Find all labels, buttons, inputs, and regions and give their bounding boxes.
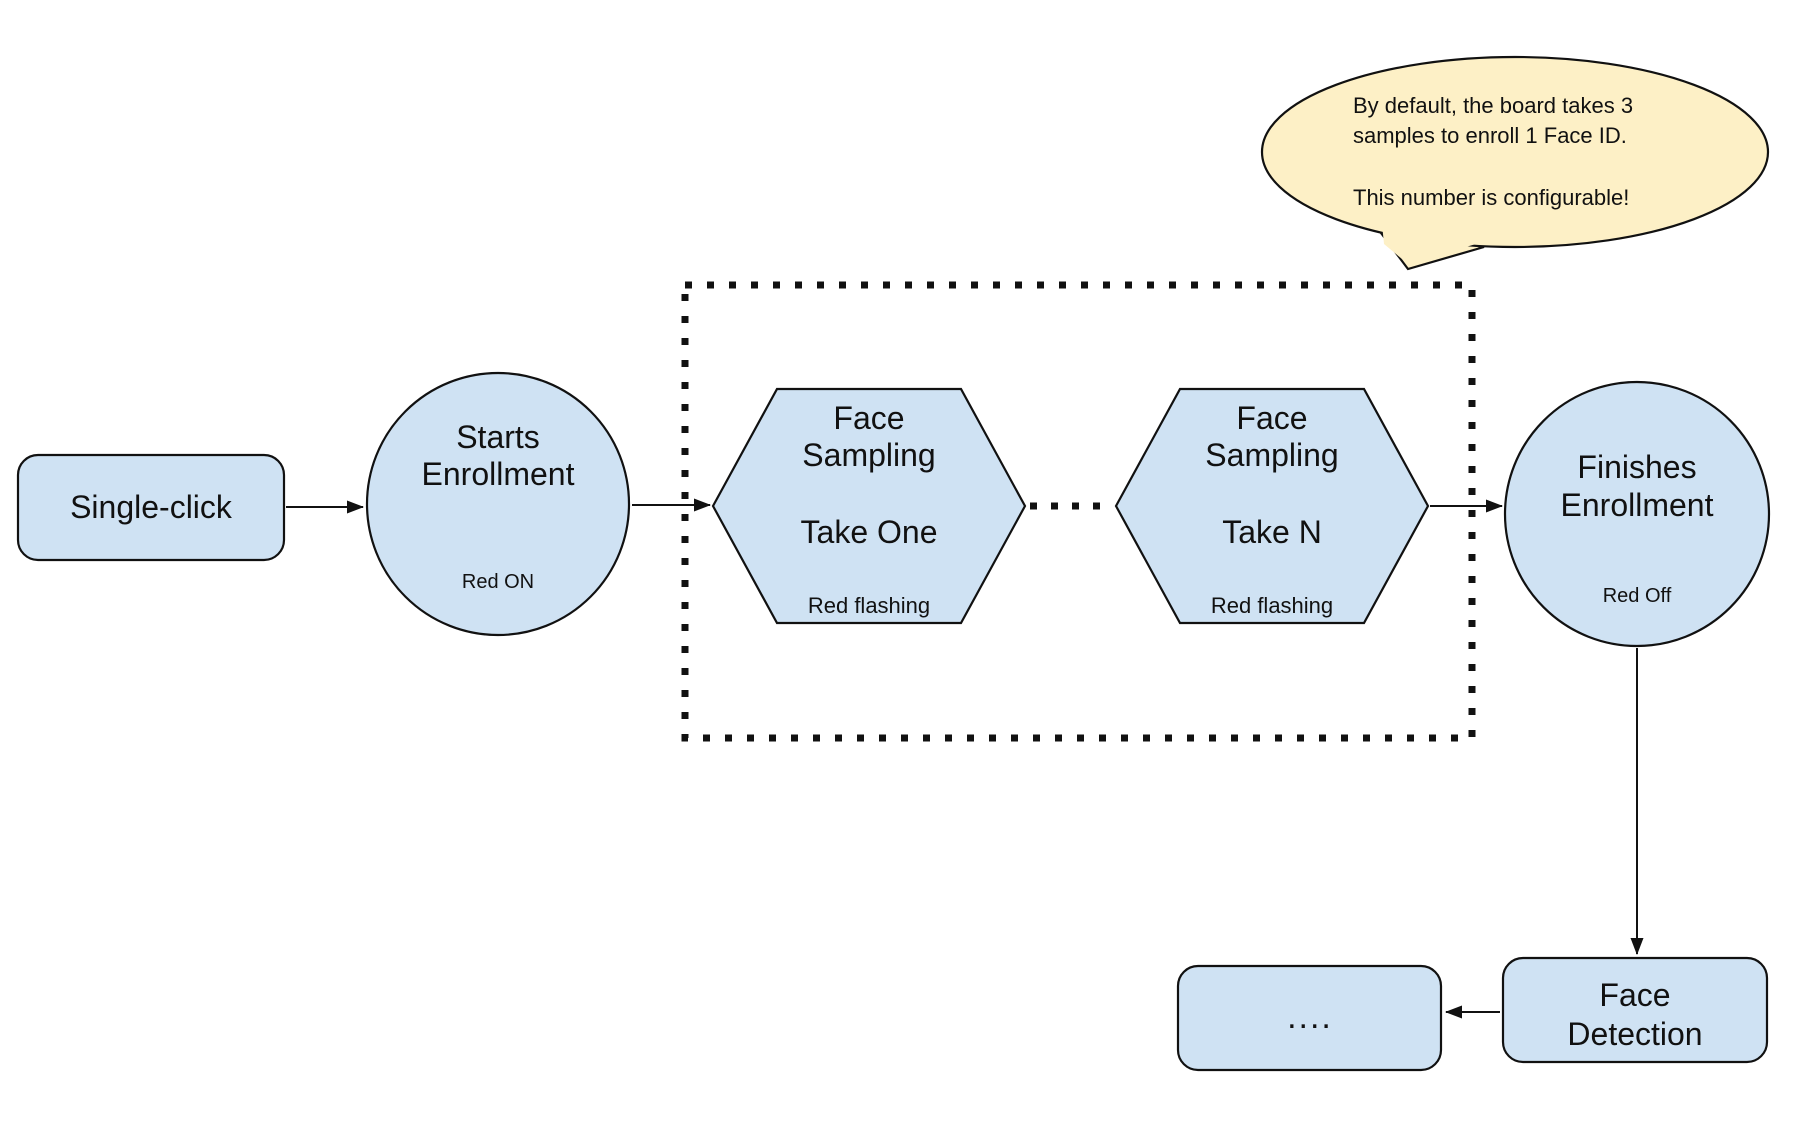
- starts-enrollment-status: Red ON: [462, 571, 534, 593]
- face-sampling-take-n-node: Face Sampling Take N Red flashing: [1114, 387, 1430, 625]
- finishes-enrollment-status: Red Off: [1603, 585, 1672, 607]
- starts-enrollment-shape: [365, 371, 631, 637]
- face-detection-label-line2: Detection: [1567, 1016, 1702, 1052]
- note-line-3: This number is configurable!: [1353, 185, 1629, 210]
- face-sampling-take-n-shape: [1114, 387, 1430, 625]
- take-n-status: Red flashing: [1211, 593, 1333, 618]
- take-one-label-line3: Take One: [801, 514, 938, 550]
- note-bubble-body: [1260, 55, 1770, 249]
- finishes-enrollment-label-line2: Enrollment: [1561, 487, 1714, 523]
- finishes-enrollment-shape: [1503, 380, 1771, 648]
- ellipsis-node: ....: [1176, 964, 1443, 1072]
- single-click-shape: [16, 453, 286, 562]
- ellipsis-shape: [1176, 964, 1443, 1072]
- take-n-label-line2: Sampling: [1205, 437, 1338, 473]
- note-line-1: By default, the board takes 3: [1353, 93, 1633, 118]
- starts-enrollment-label-line2: Enrollment: [422, 456, 575, 492]
- sampling-group-dotted-border: [681, 281, 1476, 742]
- take-one-status: Red flashing: [808, 593, 930, 618]
- single-click-label: Single-click: [70, 489, 233, 525]
- take-n-label-line3: Take N: [1222, 514, 1322, 550]
- single-click-node: Single-click: [16, 453, 286, 562]
- take-n-label-line1: Face: [1236, 400, 1307, 436]
- face-detection-label-line1: Face: [1599, 977, 1670, 1013]
- take-one-label-line2: Sampling: [802, 437, 935, 473]
- note-line-2: samples to enroll 1 Face ID.: [1353, 123, 1627, 148]
- finishes-enrollment-label-line1: Finishes: [1577, 449, 1696, 485]
- take-one-label-line1: Face: [833, 400, 904, 436]
- face-sampling-take-one-shape: [711, 387, 1027, 625]
- face-detection-node: Face Detection: [1501, 956, 1769, 1064]
- note-bubble: By default, the board takes 3 samples to…: [1260, 55, 1770, 271]
- starts-enrollment-label-line1: Starts: [456, 419, 540, 455]
- face-sampling-take-one-node: Face Sampling Take One Red flashing: [711, 387, 1027, 625]
- ellipsis-label: ....: [1287, 998, 1333, 1036]
- note-bubble-seam: [1382, 224, 1479, 264]
- finishes-enrollment-node: Finishes Enrollment Red Off: [1503, 380, 1771, 648]
- starts-enrollment-node: Starts Enrollment Red ON: [365, 371, 631, 637]
- face-detection-shape: [1501, 956, 1769, 1064]
